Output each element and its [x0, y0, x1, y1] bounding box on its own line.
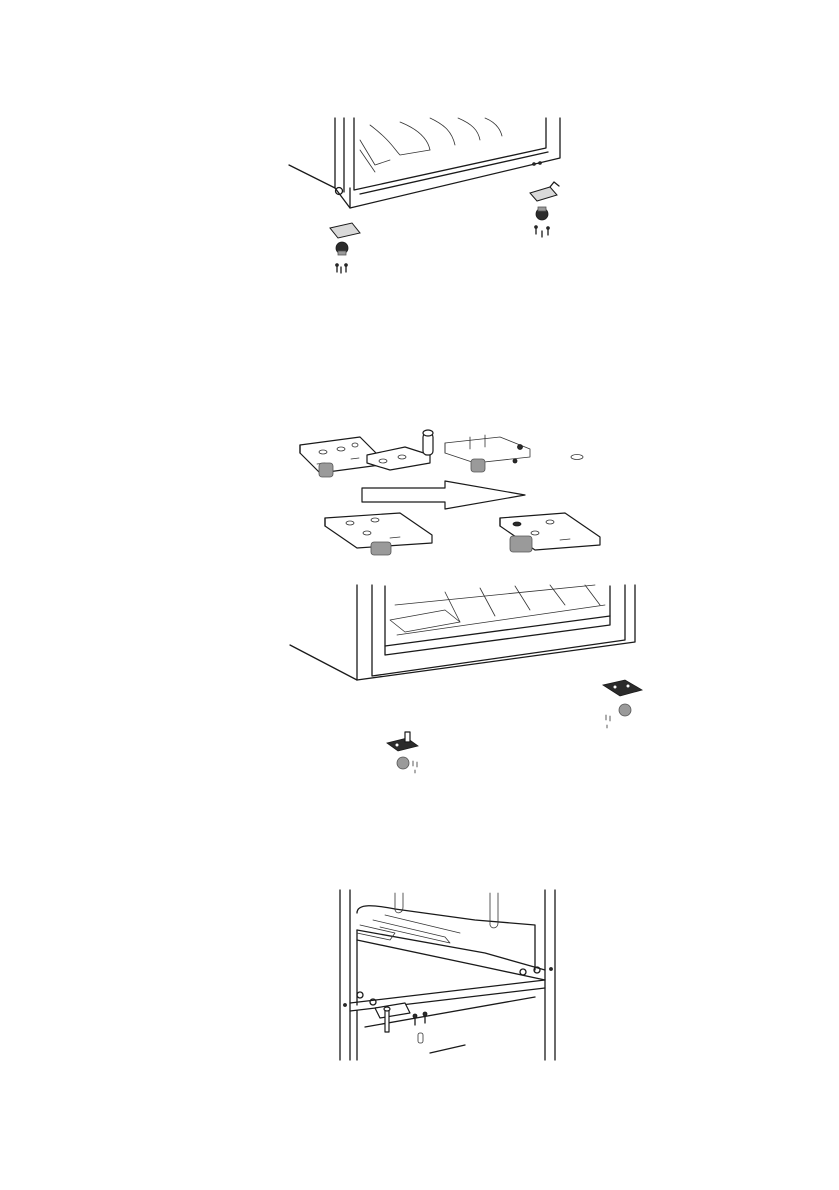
arrow-icon [362, 481, 525, 509]
hinge-plate-icon [330, 223, 360, 238]
hinge-plate-icon [530, 182, 559, 201]
screw-icon [606, 715, 610, 728]
hinge-plate-icon [325, 513, 432, 555]
figure-2 [295, 425, 640, 565]
foot-icon [336, 242, 348, 255]
screw-icon [413, 1012, 427, 1025]
hinge-plate-icon [367, 430, 433, 470]
foot-icon [619, 704, 631, 716]
hinge-swap-drawing [295, 425, 640, 565]
foot-icon [536, 207, 548, 220]
figure-3 [285, 580, 650, 780]
screw-icon [535, 226, 550, 237]
screw-icon [413, 761, 417, 773]
hinge-plate-icon [387, 732, 418, 751]
hinge-plate-icon [445, 435, 583, 472]
hinge-plate-icon [500, 513, 600, 552]
figure-1 [280, 110, 580, 285]
foot-icon [397, 757, 409, 769]
door-hinge-drawing [335, 885, 565, 1065]
screw-icon [336, 264, 348, 273]
cabinet-bottom-drawing [280, 110, 580, 285]
cabinet-bottom-reinstall-drawing [285, 580, 650, 780]
figure-4 [335, 885, 565, 1065]
hinge-plate-icon [603, 680, 642, 696]
hinge-plate-icon [375, 1003, 410, 1032]
